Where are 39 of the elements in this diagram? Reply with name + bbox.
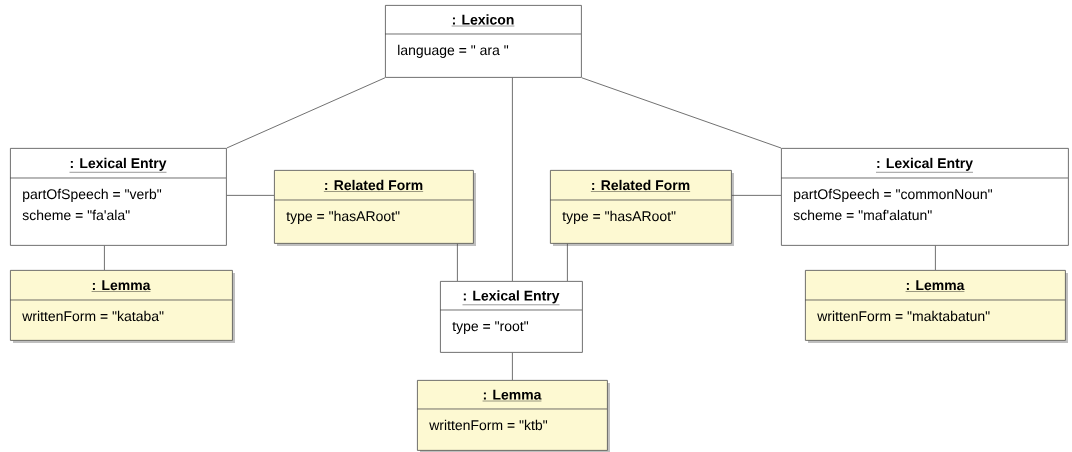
object-name: : Lemma [482, 389, 542, 402]
attribute-text: language = " ara " [398, 44, 509, 58]
association-line [226, 77, 386, 149]
object-box [804, 270, 1068, 343]
object-box [416, 380, 610, 452]
attribute-text: writtenForm = "kataba" [22, 310, 164, 322]
object-name: : Lexical Entry [69, 157, 167, 173]
object-box [549, 170, 734, 246]
object-name: : Lexical Entry [462, 290, 560, 305]
object-name: : Lexical Entry [875, 157, 974, 173]
attribute-text: partOfSpeech = "verb" [23, 188, 162, 202]
attribute-text: scheme = "maf'alatun" [793, 209, 932, 221]
object-box [439, 281, 583, 353]
association-line [512, 352, 513, 381]
object-box [384, 5, 582, 78]
association-line [512, 77, 513, 282]
association-line [457, 243, 458, 282]
object-box [9, 270, 235, 343]
object-name: : Lexicon [451, 14, 515, 27]
object-box [273, 170, 476, 246]
object-name: : Lemma [91, 280, 151, 292]
object-box [9, 148, 227, 246]
attribute-text: scheme = "fa'ala" [22, 209, 130, 221]
attribute-text: writtenForm = "maktabatun" [817, 310, 990, 322]
attribute-text: type = "hasARoot" [286, 210, 400, 224]
association-line [104, 245, 105, 271]
attribute-text: type = "root" [452, 321, 529, 334]
attribute-text: type = "hasARoot" [562, 210, 676, 224]
object-box [780, 148, 1069, 246]
association-line [581, 77, 782, 149]
object-name: : Lemma [905, 280, 965, 292]
object-name: : Related Form [590, 179, 691, 192]
association-line [226, 195, 275, 196]
association-line [731, 195, 782, 196]
association-line [935, 245, 936, 271]
attribute-text: partOfSpeech = "commonNoun" [794, 188, 992, 202]
object-name: : Related Form [323, 179, 424, 192]
association-line [567, 243, 568, 282]
attribute-text: writtenForm = "ktb" [429, 419, 548, 431]
